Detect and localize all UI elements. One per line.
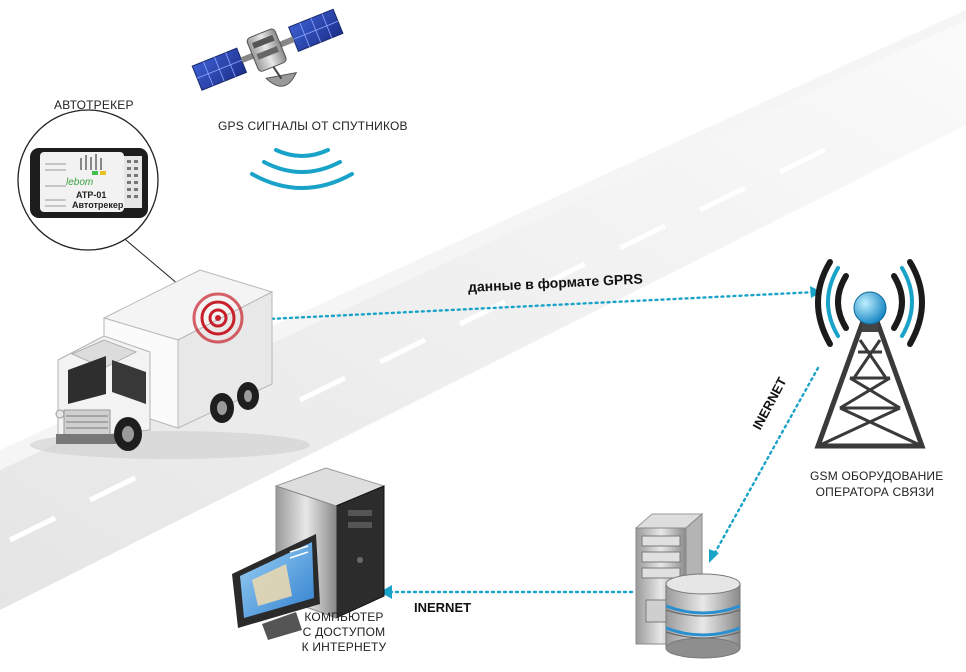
tracker-brand: lebom xyxy=(66,177,93,188)
computer-label-line3: К ИНТЕРНЕТУ xyxy=(301,640,387,654)
gsm-label-line2: ОПЕРАТОРА СВЯЗИ xyxy=(815,485,935,499)
computer-icon xyxy=(232,467,386,640)
internet-label-horizontal: INERNET xyxy=(414,600,472,615)
tracker-location-icon xyxy=(192,292,244,344)
tracker-heading: АВТОТРЕКЕР xyxy=(54,98,134,112)
cell-tower-icon xyxy=(814,259,926,449)
tracker-model: ATP-01 xyxy=(76,190,106,200)
gps-signal-icon xyxy=(250,148,354,190)
truck-icon xyxy=(30,269,310,459)
database-icon xyxy=(665,573,741,659)
satellite-icon xyxy=(191,8,344,91)
gsm-label-line1: GSM ОБОРУДОВАНИЕ xyxy=(810,469,944,483)
gps-signals-label: GPS СИГНАЛЫ ОТ СПУТНИКОВ xyxy=(218,119,408,133)
computer-label-line2: С ДОСТУПОМ xyxy=(302,625,386,639)
tracker-name: Автотрекер xyxy=(72,200,124,210)
gsm-equipment-label: GSM ОБОРУДОВАНИЕ ОПЕРАТОРА СВЯЗИ xyxy=(810,468,944,500)
gprs-link xyxy=(246,290,818,322)
internet-link-tower-server xyxy=(710,366,820,560)
computer-label-line1: КОМПЬЮТЕР xyxy=(304,610,384,624)
computer-label: КОМПЬЮТЕР С ДОСТУПОМ К ИНТЕРНЕТУ xyxy=(296,610,392,655)
data-links xyxy=(246,290,820,594)
tracker-device-icon: lebom ATP-01 Автотрекер xyxy=(17,109,219,319)
